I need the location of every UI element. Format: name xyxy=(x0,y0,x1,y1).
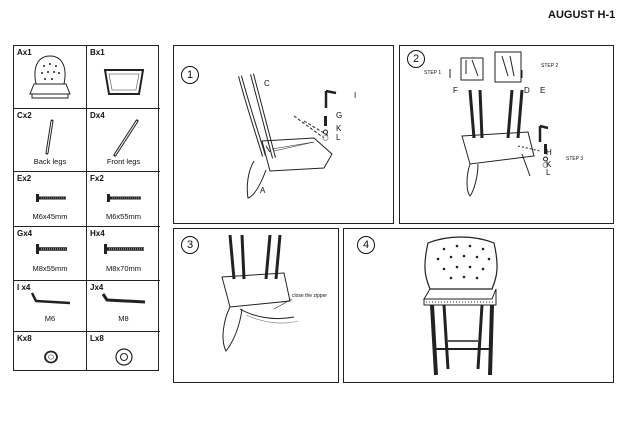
part-code: Gx4 xyxy=(17,229,33,238)
part-label-d: D xyxy=(524,86,530,95)
part-label-g: G xyxy=(336,111,343,120)
part-label-l: L xyxy=(546,168,551,177)
bolt-icon xyxy=(36,194,66,202)
step-4-panel: 4 xyxy=(343,228,614,383)
front-leg-icon xyxy=(113,119,139,157)
step-number: 4 xyxy=(357,236,375,254)
part-caption: M8x55mm xyxy=(32,264,68,273)
part-c-back-legs: Cx2 Back legs xyxy=(14,109,87,172)
assembled-stool-illustration xyxy=(423,236,498,376)
bolt-icon xyxy=(107,194,141,202)
flat-washer-icon xyxy=(115,348,133,366)
part-caption: Front legs xyxy=(106,157,141,166)
bolt-icon xyxy=(36,244,67,254)
part-label-i: I xyxy=(354,91,357,100)
step-number: 3 xyxy=(181,236,199,254)
part-a-seat: Ax1 xyxy=(14,46,87,109)
part-e-bolt: Ex2 M6x45mm xyxy=(14,172,87,227)
part-g-bolt: Gx4 M8x55mm xyxy=(14,227,87,281)
step-1-label: STEP 1 xyxy=(424,70,442,76)
seat-back-icon xyxy=(29,55,71,99)
part-caption: M8x70mm xyxy=(105,264,141,273)
part-code: Fx2 xyxy=(90,174,104,183)
part-caption: M6 xyxy=(44,314,56,323)
part-code: Lx8 xyxy=(90,334,104,343)
part-i-allen-key: I x4 M6 xyxy=(14,281,87,332)
step-2-illustration xyxy=(449,51,549,197)
part-code: Ax1 xyxy=(17,48,32,57)
part-code: Dx4 xyxy=(90,111,105,120)
step-1-illustration xyxy=(238,73,337,199)
step-1-panel: 1 C A I G K L xyxy=(173,45,394,224)
step-number: 1 xyxy=(181,66,199,84)
part-label-k: K xyxy=(546,160,552,169)
step-number: 2 xyxy=(407,50,425,68)
part-label-a: A xyxy=(260,186,266,195)
part-l-washer: Lx8 xyxy=(87,332,160,370)
part-d-front-legs: Dx4 Front legs xyxy=(87,109,160,172)
part-k-washer: Kx8 xyxy=(14,332,87,370)
allen-key-icon xyxy=(101,293,146,304)
step-2-label: STEP 2 xyxy=(541,63,559,69)
part-label-k: K xyxy=(336,124,342,133)
part-label-e: E xyxy=(540,86,546,95)
zipper-note: close the zipper xyxy=(292,293,328,299)
allen-key-icon xyxy=(30,292,71,305)
part-caption: M6x45mm xyxy=(32,212,68,221)
part-caption: Back legs xyxy=(33,157,67,166)
part-code: I x4 xyxy=(17,283,31,292)
part-label-l: L xyxy=(336,133,341,142)
part-label-f: F xyxy=(453,86,458,95)
part-code: Ex2 xyxy=(17,174,32,183)
part-caption: M6x55mm xyxy=(105,212,141,221)
step-3-panel: 3 close the zipper xyxy=(173,228,339,383)
step-2-panel: 2 STEP 1 STEP 2 STEP 3 F D E H K L xyxy=(399,45,614,224)
step-3-illustration xyxy=(221,234,299,352)
part-j-allen-key: Jx4 M8 xyxy=(87,281,160,332)
part-code: Hx4 xyxy=(90,229,105,238)
part-caption: M8 xyxy=(118,314,129,323)
part-label-c: C xyxy=(264,79,270,88)
document-title: AUGUST H-1 xyxy=(548,9,616,21)
part-code: Cx2 xyxy=(17,111,32,120)
part-h-bolt: Hx4 M8x70mm xyxy=(87,227,160,281)
step-3-label: STEP 3 xyxy=(566,156,584,162)
part-code: Jx4 xyxy=(90,283,104,292)
spring-washer-icon xyxy=(44,350,58,364)
part-code: Bx1 xyxy=(90,48,105,57)
back-leg-icon xyxy=(45,119,54,155)
part-b-frame: Bx1 xyxy=(87,46,160,109)
bolt-icon xyxy=(104,244,144,254)
part-label-h: H xyxy=(546,148,552,157)
seat-frame-icon xyxy=(103,69,145,95)
part-f-bolt: Fx2 M6x55mm xyxy=(87,172,160,227)
part-code: Kx8 xyxy=(17,334,32,343)
parts-list: Ax1 Bx1 Cx2 Back legs Dx4 Front leg xyxy=(13,45,160,371)
